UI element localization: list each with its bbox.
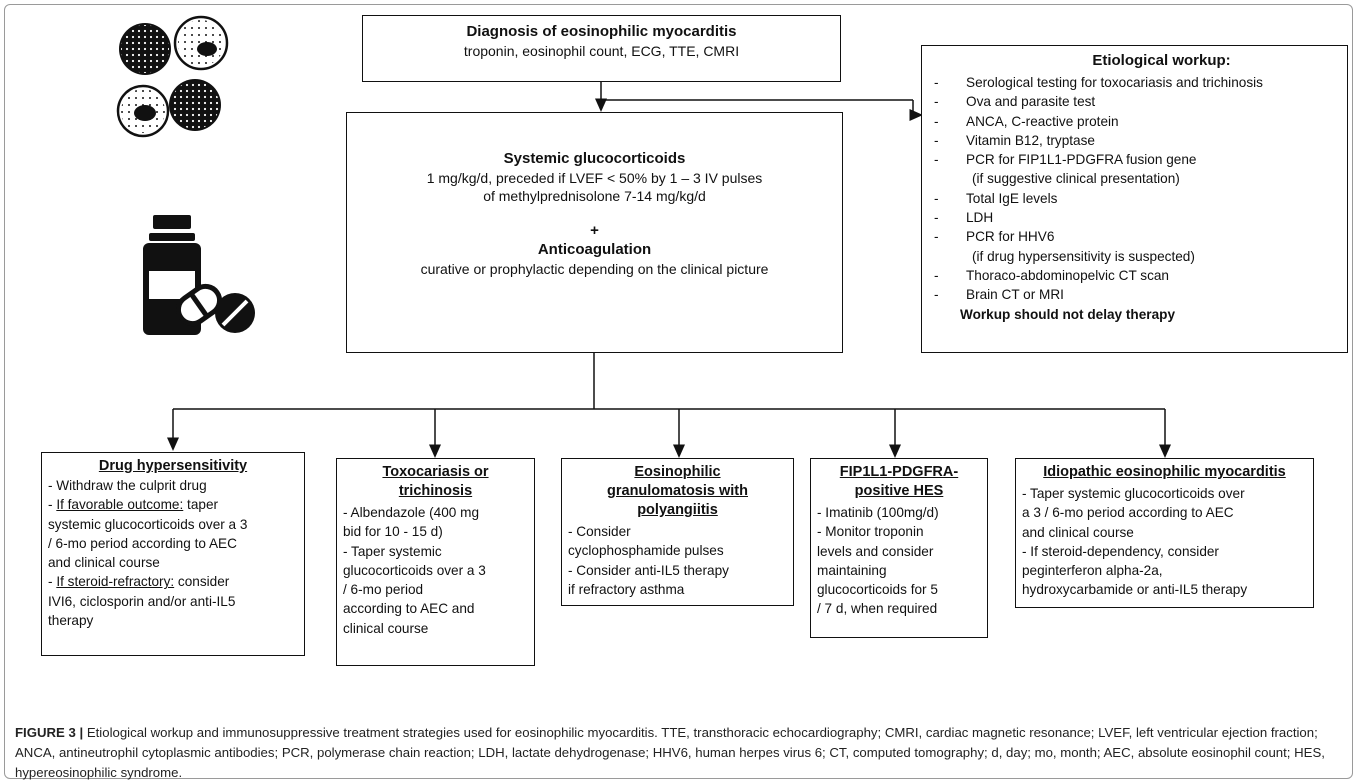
strategy-line: glucocorticoids over a 3	[343, 562, 486, 578]
strategy-line: / 6-mo period	[343, 582, 424, 598]
figure-caption: FIGURE 3 | Etiological workup and immuno…	[15, 723, 1345, 783]
strategy-line: a 3 / 6-mo period according to AEC	[1022, 505, 1234, 521]
strategy-line: and clinical course	[1022, 524, 1134, 540]
workup-item: PCR for FIP1L1-PDGFRA fusion gene	[922, 150, 1341, 170]
strategy-line: levels and consider	[817, 543, 934, 559]
toxocariasis-box: Toxocariasis or trichinosis - Albendazol…	[336, 458, 535, 666]
workup-item: ANCA, C-reactive protein	[922, 112, 1341, 132]
egpa-title-3: polyangiitis	[637, 502, 718, 518]
strategy-line: - Taper systemic glucocorticoids over	[1022, 486, 1245, 501]
workup-item: Brain CT or MRI	[922, 285, 1341, 305]
diagnosis-title: Diagnosis of eosinophilic myocarditis	[466, 23, 737, 40]
strategy-line: - If steroid-refractory: consider	[48, 572, 298, 591]
strategy-line: - Consider anti-IL5 therapy	[568, 562, 729, 578]
strategy-line: bid for 10 - 15 d)	[343, 524, 443, 540]
strategy-text: taper	[183, 497, 219, 513]
caption-label: FIGURE 3 |	[15, 725, 84, 740]
caption-text: Etiological workup and immunosuppressive…	[15, 725, 1325, 780]
strategy-line: if refractory asthma	[568, 581, 685, 597]
strategy-line: therapy	[48, 613, 94, 629]
workup-item: LDH	[922, 208, 1341, 228]
workup-list: Serological testing for toxocariasis and…	[922, 73, 1341, 324]
strategy-line: hydroxycarbamide or anti-IL5 therapy	[1022, 582, 1248, 598]
strategy-line: and clinical course	[48, 555, 160, 571]
diagnosis-box: Diagnosis of eosinophilic myocarditis tr…	[362, 15, 841, 82]
strategy-line: - If steroid-dependency, consider	[1022, 543, 1219, 559]
strategy-line: - Consider	[568, 524, 631, 539]
egpa-title-1: Eosinophilic	[634, 464, 721, 480]
steroid-refractory-label: If steroid-refractory:	[56, 574, 175, 590]
workup-item: Vitamin B12, tryptase	[922, 131, 1341, 151]
figure-frame: Diagnosis of eosinophilic myocarditis tr…	[4, 4, 1353, 780]
fip1l1-box: FIP1L1-PDGFRA- positive HES - Imatinib (…	[810, 458, 988, 638]
dash: -	[48, 497, 57, 513]
strategy-line: - Albendazole (400 mg	[343, 505, 480, 520]
favorable-outcome-label: If favorable outcome:	[56, 497, 184, 513]
workup-title: Etiological workup:	[1092, 52, 1231, 69]
strategy-text: consider	[174, 574, 230, 590]
workup-item-note: (if suggestive clinical presentation)	[972, 171, 1180, 187]
strategy-line: glucocorticoids for 5	[817, 582, 938, 598]
workup-item: PCR for HHV6	[922, 227, 1341, 247]
drug-hypersensitivity-title: Drug hypersensitivity	[98, 458, 248, 474]
fip1l1-title-1: FIP1L1-PDGFRA-	[839, 464, 959, 480]
glucocorticoids-title: Systemic glucocorticoids	[503, 150, 686, 167]
strategy-line: clinical course	[343, 620, 429, 636]
anticoagulation-line: curative or prophylactic depending on th…	[420, 260, 769, 277]
strategy-line: cyclophosphamide pulses	[568, 543, 724, 559]
egpa-title-2: granulomatosis with	[607, 483, 748, 499]
strategy-line: - Taper systemic	[343, 543, 442, 559]
idiopathic-box: Idiopathic eosinophilic myocarditis - Ta…	[1015, 458, 1314, 608]
glucocorticoids-dose-line-1: 1 mg/kg/d, preceded if LVEF < 50% by 1 –…	[426, 169, 763, 186]
strategy-line: - Imatinib (100mg/d)	[817, 505, 939, 520]
dash: -	[48, 574, 57, 590]
workup-item: Total IgE levels	[922, 189, 1341, 209]
workup-item: Ova and parasite test	[922, 92, 1341, 112]
workup-item-note: (if drug hypersensitivity is suspected)	[972, 248, 1195, 264]
diagnosis-subtitle: troponin, eosinophil count, ECG, TTE, CM…	[463, 43, 740, 59]
drug-hypersensitivity-box: Drug hypersensitivity - Withdraw the cul…	[41, 452, 305, 656]
strategy-line: - If favorable outcome: taper	[48, 495, 298, 514]
strategy-line: / 7 d, when required	[817, 601, 938, 617]
strategy-line: peginterferon alpha-2a,	[1022, 563, 1163, 579]
eosinophil-cells-icon	[116, 15, 229, 138]
etiological-workup-box: Etiological workup: Serological testing …	[921, 45, 1348, 353]
idiopathic-title: Idiopathic eosinophilic myocarditis	[1043, 464, 1286, 480]
strategy-line: systemic glucocorticoids over a 3	[48, 516, 248, 532]
anticoagulation-title: Anticoagulation	[537, 241, 652, 259]
strategy-line: / 6-mo period according to AEC	[48, 535, 237, 551]
workup-note: Workup should not delay therapy	[960, 306, 1176, 322]
connector-lines	[167, 82, 1171, 458]
egpa-box: Eosinophilic granulomatosis with polyang…	[561, 458, 794, 606]
strategy-line: - Withdraw the culprit drug	[48, 478, 207, 493]
toxocariasis-title-2: trichinosis	[398, 483, 473, 499]
strategy-line: - Monitor troponin	[817, 524, 924, 540]
strategy-line: maintaining	[817, 562, 887, 578]
plus-sign: +	[590, 221, 599, 239]
strategy-line: IVI6, ciclosporin and/or anti-IL5	[48, 593, 236, 609]
toxocariasis-title-1: Toxocariasis or	[382, 464, 489, 480]
strategy-line: according to AEC and	[343, 601, 475, 617]
fip1l1-title-2: positive HES	[854, 483, 944, 499]
medication-bottle-pills-icon	[143, 215, 255, 335]
workup-item: Serological testing for toxocariasis and…	[922, 73, 1341, 93]
treatment-box: Systemic glucocorticoids 1 mg/kg/d, prec…	[346, 112, 843, 353]
workup-item: Thoraco-abdominopelvic CT scan	[922, 266, 1341, 286]
glucocorticoids-dose-line-2: of methylprednisolone 7-14 mg/kg/d	[483, 187, 706, 204]
